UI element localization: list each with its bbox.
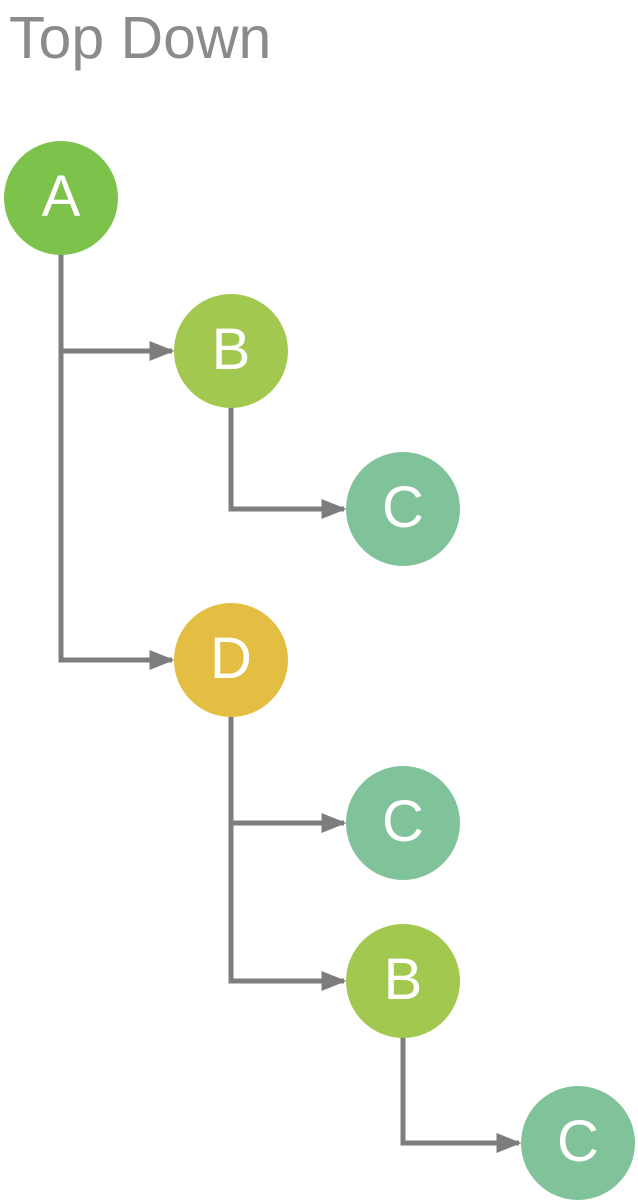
node-C3[interactable]: C [521,1086,635,1200]
node-B1[interactable]: B [174,294,288,408]
node-label: C [382,789,424,854]
node-label: D [210,626,252,691]
node-B2[interactable]: B [346,924,460,1038]
node-C1[interactable]: C [346,452,460,566]
node-label: C [557,1109,599,1174]
diagram-title: Top Down [9,5,272,71]
node-A1[interactable]: A [4,141,118,255]
node-label: C [382,475,424,540]
edge-A1-D1 [58,198,175,670]
edge-D1-B2 [228,660,347,991]
node-label: B [211,317,251,382]
node-label: B [383,947,423,1012]
node-label: A [41,164,81,229]
node-D1[interactable]: D [174,603,288,717]
node-C2[interactable]: C [346,766,460,880]
